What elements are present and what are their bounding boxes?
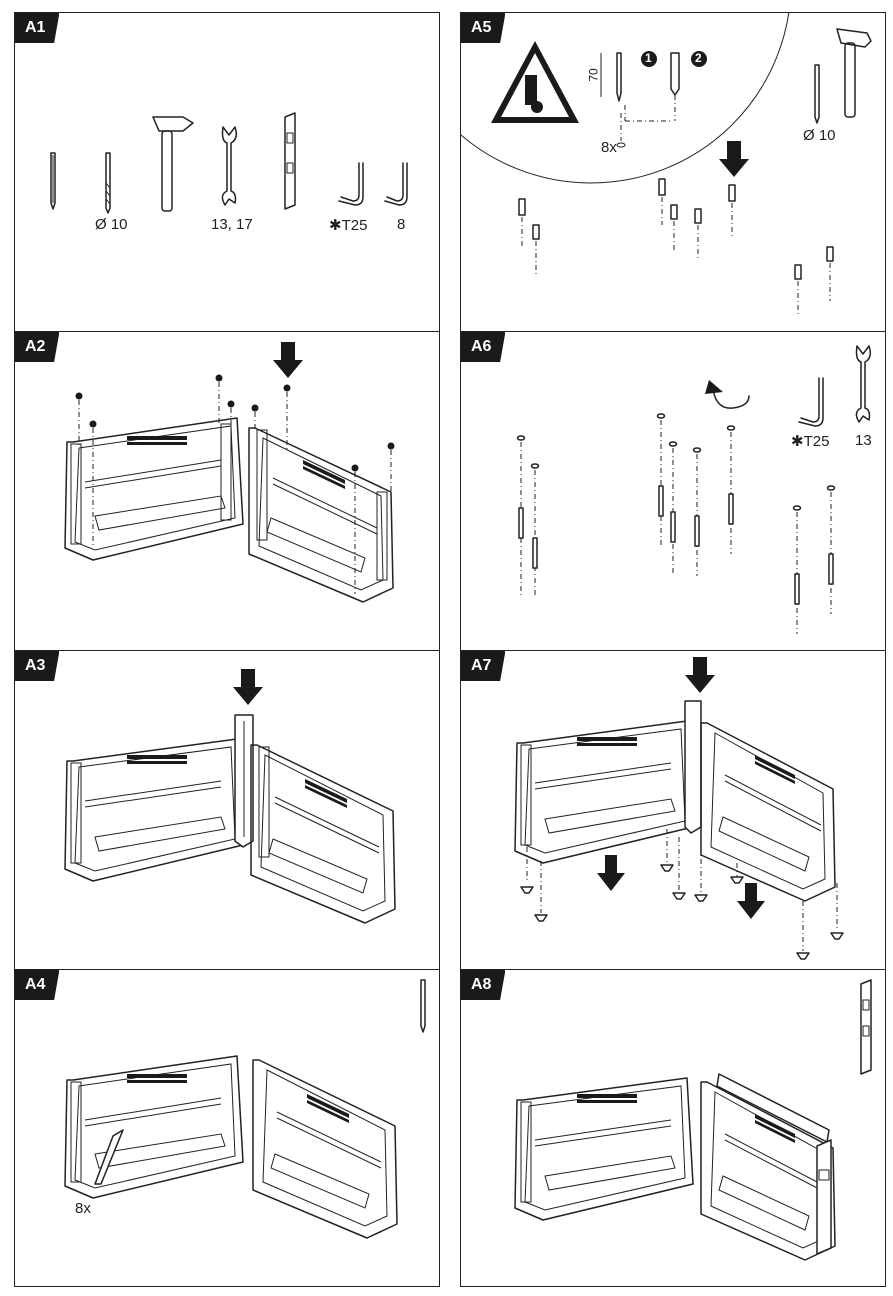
drill-size-label: Ø 10 [803,127,836,144]
panel-a1: A1 Ø 10 13, 17 ✱T25 8 [14,12,440,332]
dowel-markers [518,178,834,317]
wrench-size-label: 13, 17 [211,216,253,233]
panel-a6: A6 ✱T25 13 [460,331,886,651]
step-1-badge [641,51,657,67]
torx-key-icon [798,377,824,427]
wrench-icon [855,345,872,423]
drilling-illustration [461,13,872,317]
torx-size-label: ✱T25 [791,433,830,450]
connector-post [684,700,702,834]
step-tag: A7 [461,651,506,681]
spirit-level-icon [860,979,872,1075]
step-tag: A2 [15,332,60,362]
right-frame [248,427,394,603]
left-frame [514,1077,694,1221]
connector-post [234,714,254,848]
step-1-number: 1 [645,51,652,65]
hex-size-label: 8 [397,216,406,233]
drill-size-label: Ø 10 [95,216,128,233]
screw-stack [516,413,836,634]
down-arrow-icon [685,657,715,693]
spirit-level-icon [284,112,296,210]
step-2-number: 2 [695,51,702,65]
warning-icon [491,41,579,123]
right-frame [252,1059,398,1239]
rotate-arrow-icon [712,389,750,409]
drill-bit-icon [814,64,820,124]
down-arrow-icon [597,855,625,891]
foot-markers [520,829,844,960]
panel-a4: A4 8x [14,969,440,1287]
levelling-illustration [514,979,872,1261]
right-frame [250,744,396,924]
down-arrow-icon [273,342,303,378]
panel-a5: A5 70 1 2 8x [460,12,886,332]
panel-a7: A7 [460,650,886,970]
hammer-icon [152,116,194,212]
screw-markers [75,374,395,594]
step-tag: A3 [15,651,60,681]
nail-icon [420,979,426,1033]
screw-insert-illustration [516,345,872,634]
step-tag: A1 [15,13,60,43]
panel-a3: A3 [14,650,440,970]
left-frame [64,1055,244,1199]
nail-icon [50,152,56,210]
quantity-label: 8x [75,1200,91,1217]
nailing-illustration [64,979,426,1239]
right-frame [700,722,836,902]
drill-bit-icon [105,152,111,214]
left-frame [64,417,244,561]
torx-key-icon [338,162,364,206]
panel-a8: A8 [460,969,886,1287]
right-frame [700,1081,836,1261]
step-2-badge [691,51,707,67]
depth-label: 70 [586,68,601,82]
left-frame [64,738,244,882]
step-tag: A4 [15,970,60,1000]
panel-a2: A2 [14,331,440,651]
down-arrow-icon [233,669,263,705]
nail-in-frame [94,1129,124,1185]
torx-size-label: ✱T25 [329,217,368,234]
quantity-label: 8x [601,139,617,156]
step-tag: A5 [461,13,506,43]
wrench-size-label: 13 [855,432,872,449]
spirit-level-on-frame [716,1073,832,1255]
connector-insert-illustration [64,669,396,924]
left-frame [514,720,694,864]
dowel-icon [670,52,680,96]
drill-bit-icon [616,52,622,102]
down-arrow-icon [737,883,765,919]
hammer-icon [836,28,872,118]
step-tag: A8 [461,970,506,1000]
down-arrow-icon [719,141,749,177]
hex-key-icon [384,162,408,206]
tools-illustration [50,112,408,214]
step-tag: A6 [461,332,506,362]
feet-mounting-illustration [514,657,844,960]
wrench-icon [221,126,238,206]
frame-assembly-illustration [64,342,395,603]
